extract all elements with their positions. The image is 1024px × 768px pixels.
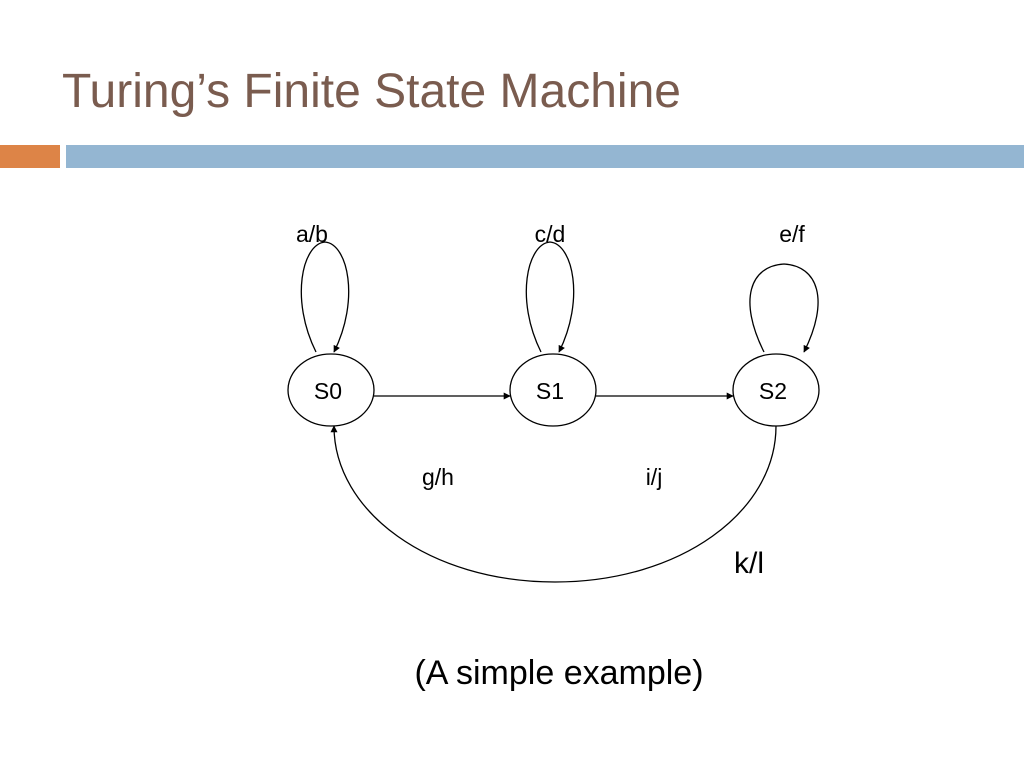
state-label-s2: S2 bbox=[759, 378, 787, 404]
transition-label-k-l: k/l bbox=[734, 547, 764, 580]
slide-title: Turing’s Finite State Machine bbox=[62, 65, 681, 118]
accent-bar bbox=[0, 145, 60, 168]
loop-label-s2: e/f bbox=[779, 221, 805, 247]
caption: (A simple example) bbox=[414, 654, 704, 692]
self-loop-s1 bbox=[525, 241, 575, 353]
transition-label-i-j: i/j bbox=[646, 464, 663, 490]
state-label-s0: S0 bbox=[314, 378, 342, 404]
loop-label-s0: a/b bbox=[296, 221, 328, 247]
self-loop-s0 bbox=[300, 241, 350, 353]
loop-label-s1: c/d bbox=[535, 221, 566, 247]
transition-label-g-h: g/h bbox=[422, 464, 454, 490]
transition-arrow-s2-s0 bbox=[330, 425, 777, 583]
state-label-s1: S1 bbox=[536, 378, 564, 404]
self-loop-s2 bbox=[749, 263, 819, 353]
state-node-s1 bbox=[509, 353, 597, 427]
header-bar bbox=[66, 145, 1024, 168]
